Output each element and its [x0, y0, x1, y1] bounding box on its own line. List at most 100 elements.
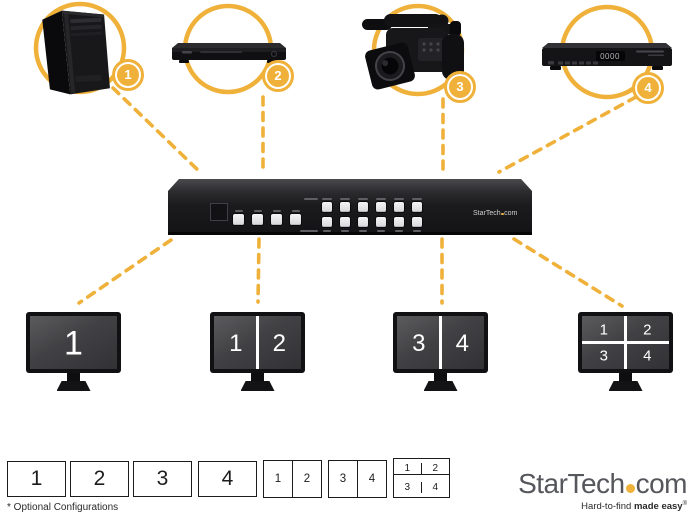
config-cell: 3 — [156, 467, 169, 490]
config-box-split-34: 3 4 — [328, 460, 387, 498]
config-cell: 4 — [432, 482, 439, 493]
config-cell: 3 — [329, 461, 358, 497]
footer-brand: StarTech com Hard-to-find made easy® — [518, 470, 687, 513]
mode-label — [340, 197, 350, 200]
config-box-split-12: 1 2 — [263, 460, 322, 498]
mode-button — [394, 202, 404, 212]
channel-label — [413, 229, 421, 232]
channels-label — [300, 229, 318, 232]
channel-button — [322, 217, 332, 227]
monitor-stand — [619, 373, 632, 381]
config-cell: 1 — [394, 462, 422, 475]
channel-label — [323, 229, 331, 232]
config-cell: 3 — [394, 482, 422, 493]
panel-label — [234, 209, 243, 212]
config-box-3: 3 — [133, 461, 192, 497]
config-box-1: 1 — [7, 461, 66, 497]
config-box-4: 4 — [198, 461, 257, 497]
startech-logo: StarTech com — [518, 470, 687, 498]
screen-pane-label: 2 — [272, 329, 286, 357]
panel-label — [253, 209, 262, 212]
screen-divider — [582, 341, 669, 344]
monitor-bezel: 3 4 — [393, 312, 488, 373]
monitor-bezel: 1 2 — [210, 312, 305, 373]
tagline-regular: Hard-to-find — [581, 501, 634, 513]
screen-pane-label: 3 — [599, 347, 608, 365]
brand-tagline: Hard-to-find made easy® — [518, 501, 687, 512]
mode-button — [376, 202, 386, 212]
matrix-switch-base — [168, 232, 532, 235]
blu-ray-player-icon — [172, 43, 286, 63]
mode-label — [322, 197, 332, 200]
brand-text: StarTech — [518, 468, 625, 499]
config-cell: 2 — [93, 467, 106, 490]
stb-display-readout: 0000 — [600, 52, 620, 61]
tagline-mark: ® — [682, 501, 687, 507]
monitor-stand — [251, 373, 264, 381]
monitor-screen-split: 1 2 — [214, 316, 301, 369]
config-cell: 1 — [264, 461, 293, 497]
monitor-quad: 1 2 3 4 — [578, 312, 673, 391]
monitor-stand — [67, 373, 80, 381]
monitor-split-12: 1 2 — [210, 312, 305, 391]
switch-brand-text: StarTech — [473, 210, 501, 217]
brand-suffix-text: com — [635, 468, 688, 499]
menu-button — [290, 214, 301, 225]
panel-label — [272, 209, 281, 212]
screen-divider — [256, 316, 259, 369]
channel-label — [359, 229, 367, 232]
panel-label — [291, 209, 300, 212]
monitor-stand-base — [423, 381, 458, 391]
source-1-badge: 1 — [112, 59, 144, 91]
screen-pane-label: 3 — [412, 329, 426, 357]
config-cell: 1 — [30, 467, 43, 490]
mode-label — [358, 197, 368, 200]
tagline-bold: made easy — [633, 501, 683, 513]
mode-label — [376, 197, 386, 200]
screen-pane-label: 1 — [229, 329, 243, 357]
switch-brand-suffix: com — [504, 210, 518, 217]
config-box-quad: 1 2 3 4 — [393, 458, 450, 498]
monitor-single: 1 — [26, 312, 121, 391]
screen-pane-label: 2 — [643, 321, 652, 339]
mode-button — [322, 202, 332, 212]
source-4-badge: 4 — [632, 72, 664, 104]
monitor-bezel: 1 — [26, 312, 121, 373]
mode-button — [340, 202, 350, 212]
mode-label — [394, 197, 404, 200]
set-top-box-icon: 0000 — [542, 43, 672, 70]
mode-button — [358, 202, 368, 212]
mode-label — [412, 197, 422, 200]
menu-button — [271, 214, 282, 225]
channel-label — [377, 229, 385, 232]
config-cell: 2 — [303, 473, 311, 485]
monitor-screen-single: 1 — [30, 316, 117, 369]
monitor-screen-split: 3 4 — [397, 316, 484, 369]
config-box-2: 2 — [70, 461, 129, 497]
config-cell: 2 — [421, 463, 449, 475]
config-cell: 4 — [368, 473, 376, 485]
menu-button — [252, 214, 263, 225]
channel-button — [340, 217, 350, 227]
channel-label — [395, 229, 403, 232]
screen-pane-label: 4 — [643, 347, 652, 365]
source-3-badge: 3 — [444, 71, 476, 103]
ir-receiver-window — [210, 203, 228, 221]
config-cell: 4 — [221, 467, 234, 490]
source-2-badge: 2 — [262, 60, 294, 92]
matrix-switch-top-face — [168, 179, 532, 191]
monitor-stand-base — [240, 381, 275, 391]
channel-label — [341, 229, 349, 232]
screen-divider — [439, 316, 442, 369]
computer-tower-icon — [42, 10, 110, 95]
brand-dot-icon — [501, 212, 504, 215]
modes-label — [304, 197, 318, 200]
channel-button — [358, 217, 368, 227]
monitor-stand — [434, 373, 447, 381]
monitor-screen-quad: 1 2 3 4 — [582, 316, 669, 369]
screen-pane-label: 1 — [599, 321, 608, 339]
channel-button — [412, 217, 422, 227]
screen-pane-label: 1 — [64, 324, 83, 363]
